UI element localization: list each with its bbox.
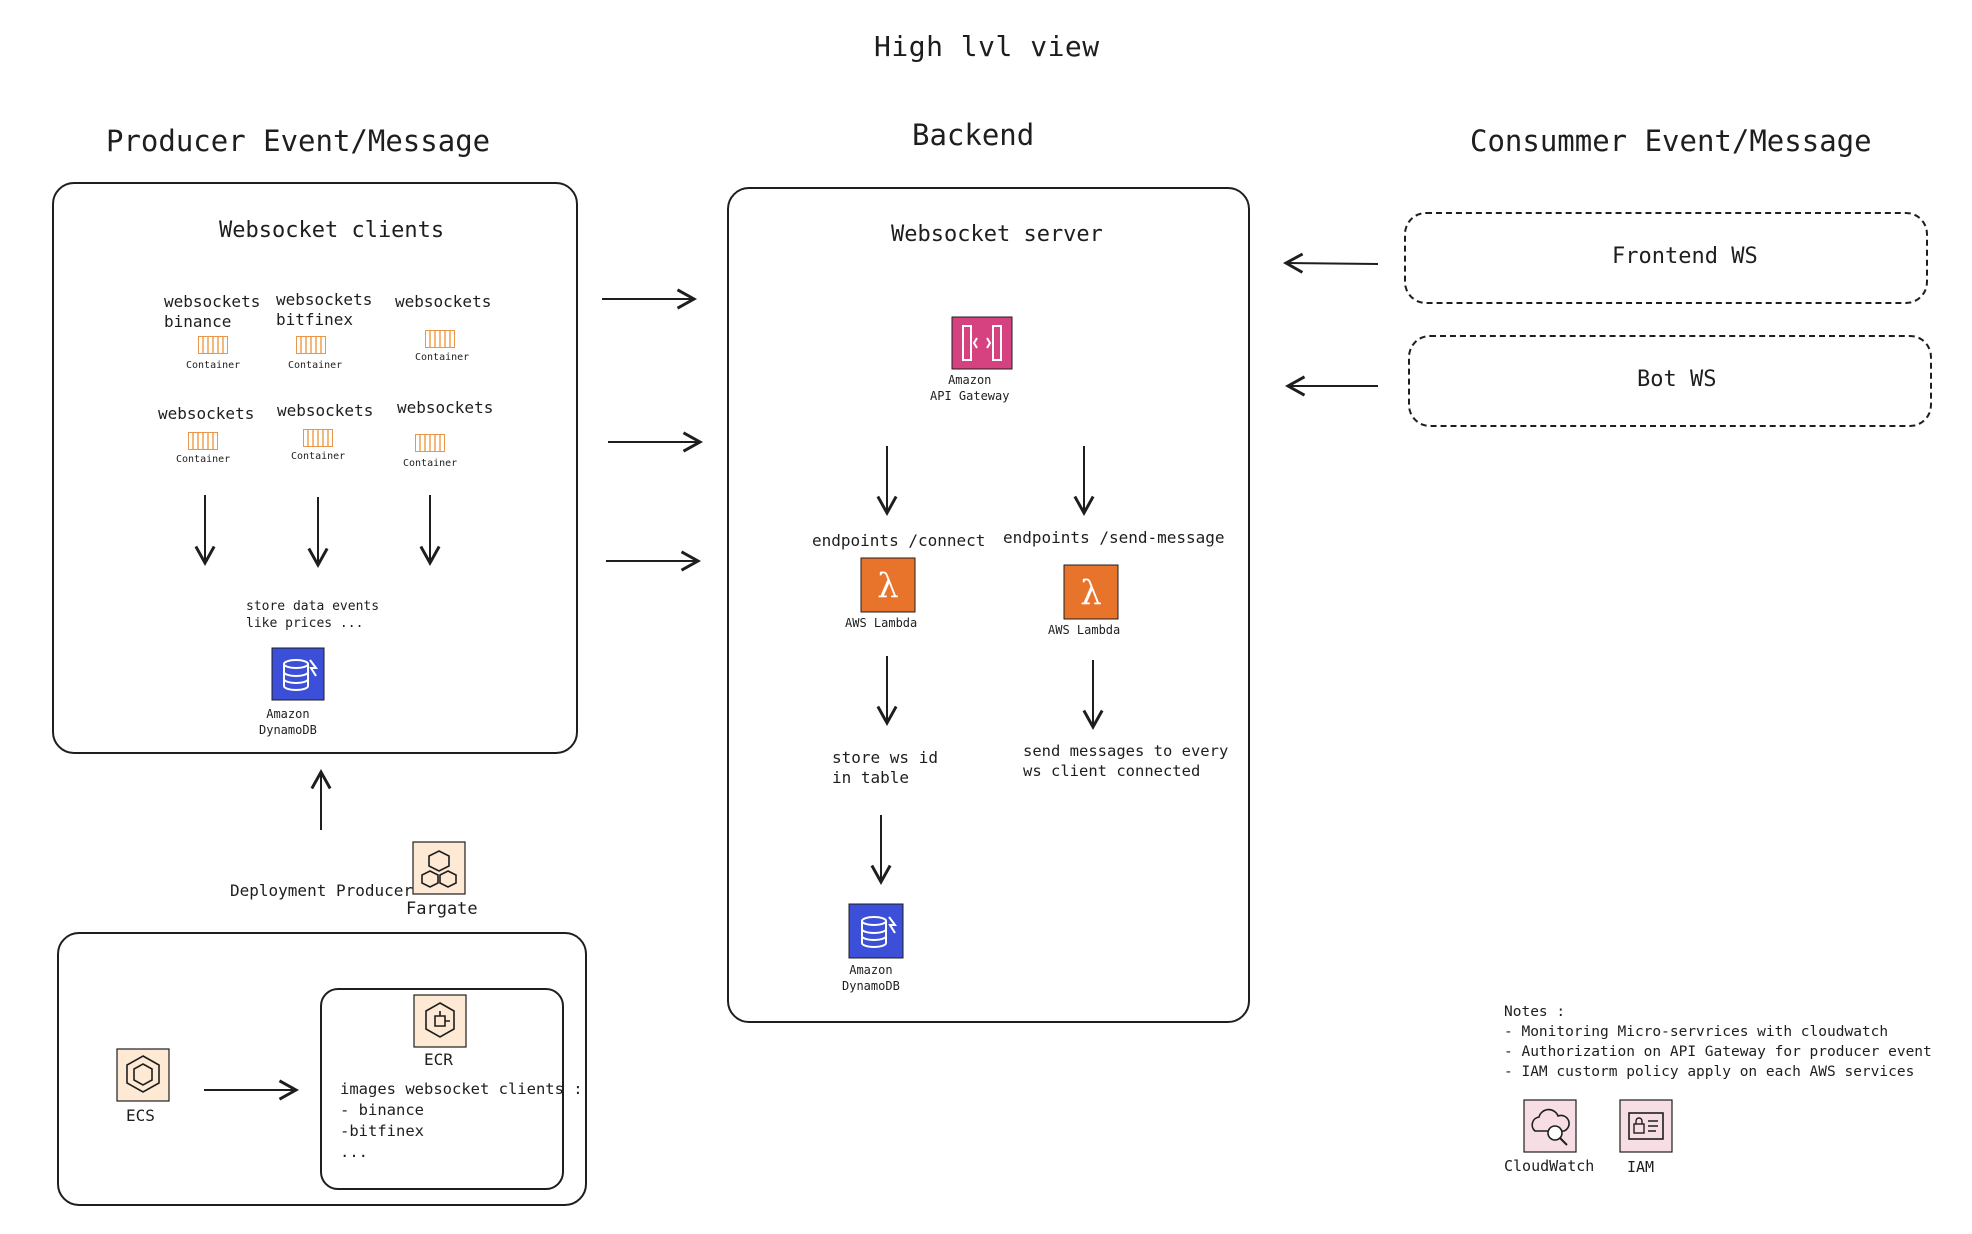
ecr-box	[320, 988, 564, 1190]
section-title-consumer: Consummer Event/Message	[1470, 124, 1872, 158]
deployment-box	[57, 932, 587, 1206]
svg-text:λ: λ	[877, 566, 899, 606]
fargate-label: Fargate	[406, 899, 478, 919]
ws-client-3: websockets Container	[395, 292, 492, 363]
ecs-icon	[116, 1048, 170, 1102]
container-icon	[415, 434, 445, 452]
ecr-icon	[413, 994, 467, 1048]
iam-icon	[1619, 1099, 1673, 1153]
api-gateway-label: Amazon API Gateway	[930, 373, 1010, 403]
ws-client-label: websockets	[158, 404, 255, 423]
ws-client-label: websockets bitfinex	[276, 290, 373, 329]
frontend-ws-label: Frontend WS	[1612, 244, 1758, 269]
container-icon	[303, 429, 333, 447]
store-ws-id-text: store ws id in table	[832, 748, 938, 787]
lambda-send-message-label: AWS Lambda	[1048, 623, 1121, 637]
backend-box-title: Websocket server	[891, 222, 1103, 247]
send-messages-text: send messages to every ws client connect…	[1023, 742, 1229, 780]
dynamodb-label: Amazon DynamoDB	[259, 707, 317, 737]
lambda-connect-icon: λ	[860, 557, 916, 613]
diagram-title: High lvl view	[874, 30, 1100, 63]
container-icon	[425, 330, 455, 348]
notes-line: - Monitoring Micro-servrices with cloudw…	[1504, 1024, 1889, 1040]
backend-websocket-server-box: Websocket server	[727, 187, 1250, 1023]
lambda-connect-label: AWS Lambda	[845, 616, 918, 630]
backend-dynamodb-icon	[847, 902, 905, 960]
section-title-backend: Backend	[912, 118, 1035, 152]
producer-websocket-clients-box: Websocket clients	[52, 182, 578, 754]
lambda-send-message-icon: λ	[1063, 564, 1119, 620]
api-gateway-icon	[951, 316, 1013, 370]
iam-label: IAM	[1627, 1158, 1655, 1176]
bot-ws-label: Bot WS	[1637, 367, 1717, 392]
container-label: Container	[403, 458, 458, 469]
container-label: Container	[415, 352, 470, 363]
store-data-note: store data events like prices ...	[246, 599, 380, 631]
notes-block: Notes : - Monitoring Micro-servrices wit…	[1504, 1002, 1932, 1082]
container-icon	[296, 336, 326, 354]
container-label: Container	[288, 360, 343, 371]
ws-client-5: websockets Container	[277, 401, 374, 462]
ws-client-label: websockets	[397, 398, 494, 417]
ecr-label: ECR	[424, 1050, 453, 1069]
container-label: Container	[186, 360, 241, 371]
bot-ws-box: Bot WS	[1408, 335, 1932, 427]
notes-heading: Notes :	[1504, 1004, 1566, 1020]
container-icon	[198, 336, 228, 354]
cloudwatch-label: CloudWatch	[1504, 1157, 1595, 1175]
ws-client-bitfinex: websockets bitfinex Container	[276, 290, 373, 371]
send-message-endpoint-label: endpoints /send-message	[1003, 528, 1225, 547]
ws-client-4: websockets Container	[158, 404, 255, 465]
notes-line: - IAM custorm policy apply on each AWS s…	[1504, 1064, 1915, 1080]
ws-client-6: websockets Container	[397, 398, 494, 469]
arrow-frontend-to-backend	[1282, 252, 1379, 274]
notes-line: - Authorization on API Gateway for produ…	[1504, 1044, 1932, 1060]
ws-client-binance: websockets binance Container	[164, 292, 261, 371]
section-title-producer: Producer Event/Message	[106, 124, 491, 158]
deployment-producer-label: Deployment Producer	[230, 881, 414, 900]
container-icon	[188, 432, 218, 450]
ws-client-label: websockets	[277, 401, 374, 420]
cloudwatch-icon	[1523, 1099, 1577, 1153]
dynamodb-icon	[270, 646, 326, 702]
frontend-ws-box: Frontend WS	[1404, 212, 1928, 304]
producer-box-title: Websocket clients	[219, 218, 445, 243]
ws-client-label: websockets binance	[164, 292, 261, 331]
container-label: Container	[176, 454, 231, 465]
ws-client-label: websockets	[395, 292, 492, 311]
ecr-images-text: images websocket clients : - binance -bi…	[340, 1080, 583, 1161]
ecs-label: ECS	[126, 1106, 155, 1125]
container-label: Container	[291, 451, 346, 462]
connect-endpoint-label: endpoints /connect	[812, 531, 986, 550]
fargate-icon	[412, 841, 466, 895]
backend-dynamodb-label: Amazon DynamoDB	[842, 963, 900, 993]
svg-text:λ: λ	[1080, 573, 1102, 613]
